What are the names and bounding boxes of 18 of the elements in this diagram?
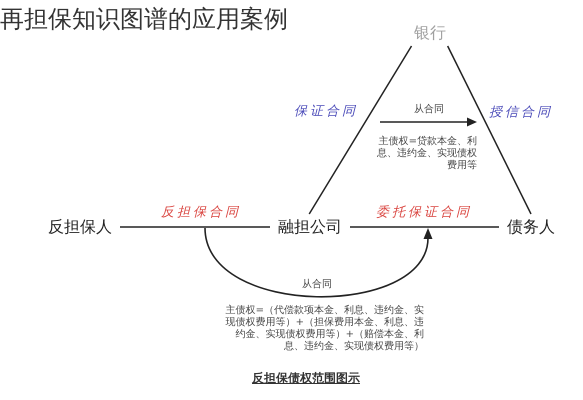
party-name: 银行	[409, 20, 451, 46]
edge-label: 委托保证合同	[376, 205, 472, 221]
party-name: 反担保人	[40, 214, 120, 240]
note-text: 主债权=（代偿款项本金、利息、违约金、实现债权费用等）+（担保费用本金、利息、违约金、实现债权费用等）+（赔偿本金、利息、违约金、实现债权费用等）	[224, 305, 424, 353]
edge-label: 保证合同	[294, 104, 358, 120]
note-text: 主债权=贷款本金、利息、违约金、实现债权费用等	[376, 136, 477, 172]
edge-label: 授信合同	[489, 105, 553, 121]
connector-line	[120, 226, 270, 228]
connector-line	[308, 46, 412, 214]
party-name: 融担公司	[270, 214, 350, 240]
edge-label: 反担保合同	[161, 205, 241, 221]
arrow-label: 从合同	[302, 279, 332, 291]
diagram-title: 再担保知识图谱的应用案例	[0, 4, 288, 34]
arrow-label: 从合同	[414, 104, 444, 116]
figure-caption: 反担保债权范围图示	[252, 370, 360, 386]
connector-line	[446, 46, 532, 214]
party-name: 债务人	[499, 214, 563, 240]
connector-line	[350, 226, 499, 228]
